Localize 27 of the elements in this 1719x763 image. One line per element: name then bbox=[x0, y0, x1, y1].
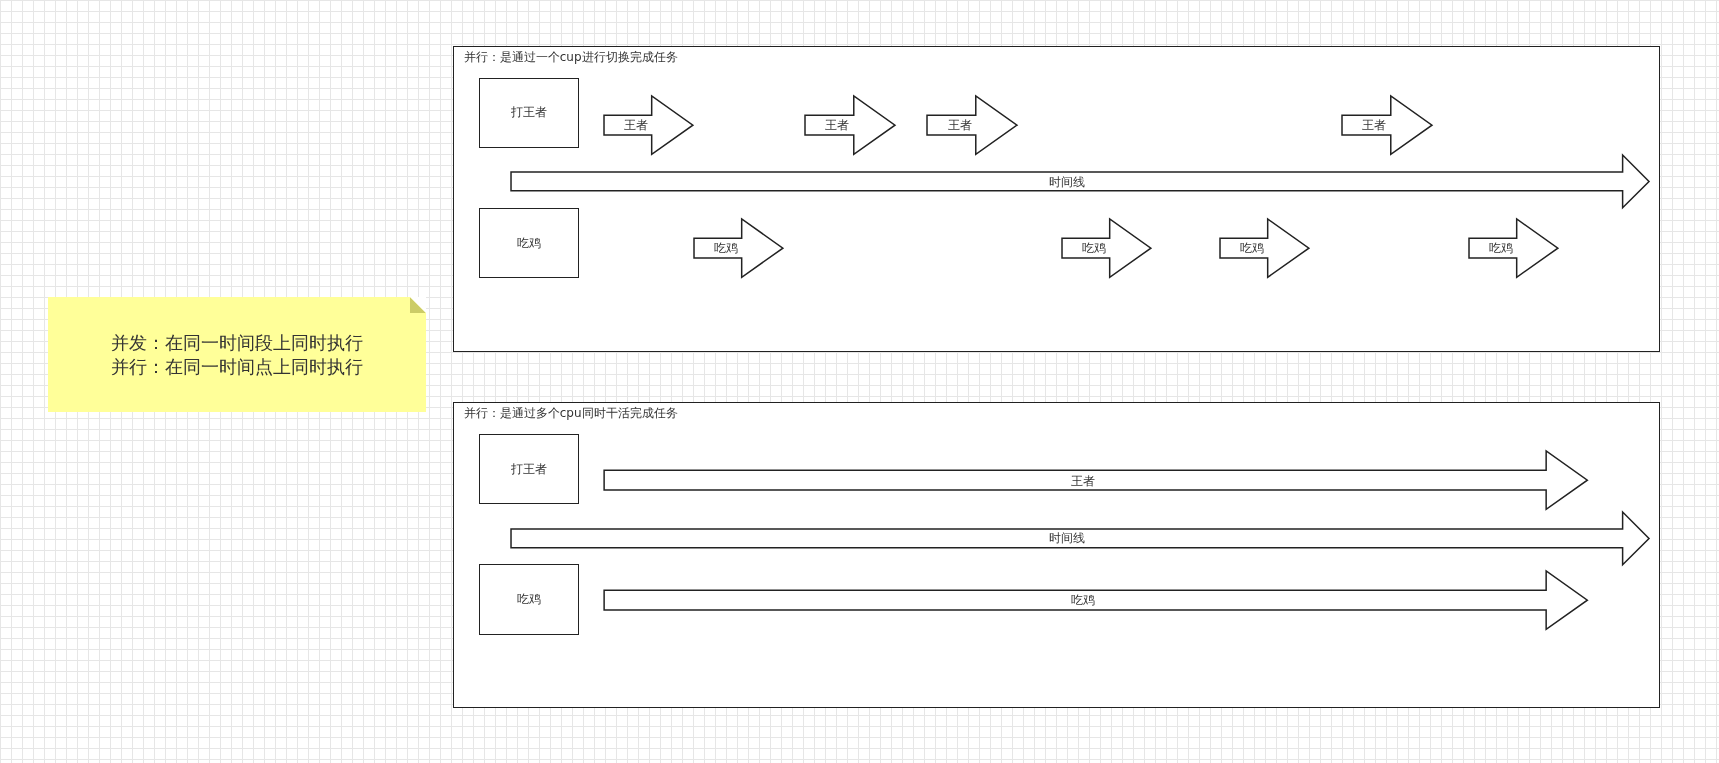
arrow-label: 吃鸡 bbox=[1082, 239, 1107, 257]
note-text: 并行：在同一时间点上同时执行 bbox=[111, 354, 364, 379]
task-box bbox=[478, 434, 579, 505]
arrow-label: 吃鸡 bbox=[713, 239, 738, 257]
sticky-note bbox=[48, 297, 427, 413]
arrow-label: 吃鸡 bbox=[1071, 591, 1096, 609]
task-box bbox=[478, 564, 579, 635]
task-label: 打王者 bbox=[510, 104, 547, 122]
arrow-label: 王者 bbox=[1071, 472, 1096, 490]
arrow-label: 吃鸡 bbox=[1488, 239, 1513, 257]
timeline-label: 时间线 bbox=[1048, 173, 1085, 191]
task-box bbox=[478, 208, 579, 279]
task-label: 吃鸡 bbox=[516, 234, 541, 252]
task-box bbox=[478, 77, 579, 148]
arrow-label: 王者 bbox=[824, 116, 849, 134]
panel bbox=[452, 46, 1660, 352]
task-label: 吃鸡 bbox=[516, 591, 541, 609]
timeline-label: 时间线 bbox=[1048, 529, 1085, 547]
task-label: 打王者 bbox=[510, 460, 547, 478]
arrow-label: 吃鸡 bbox=[1239, 239, 1264, 257]
panel-title: 并行：是通过多个cpu同时干活完成任务 bbox=[463, 405, 678, 423]
arrow-label: 王者 bbox=[1362, 116, 1387, 134]
arrow-label: 王者 bbox=[623, 116, 648, 134]
panel bbox=[452, 402, 1660, 709]
note-text: 并发：在同一时间段上同时执行 bbox=[111, 330, 364, 355]
panel-title: 并行：是通过一个cup进行切换完成任务 bbox=[463, 49, 678, 67]
arrow-label: 王者 bbox=[947, 116, 972, 134]
